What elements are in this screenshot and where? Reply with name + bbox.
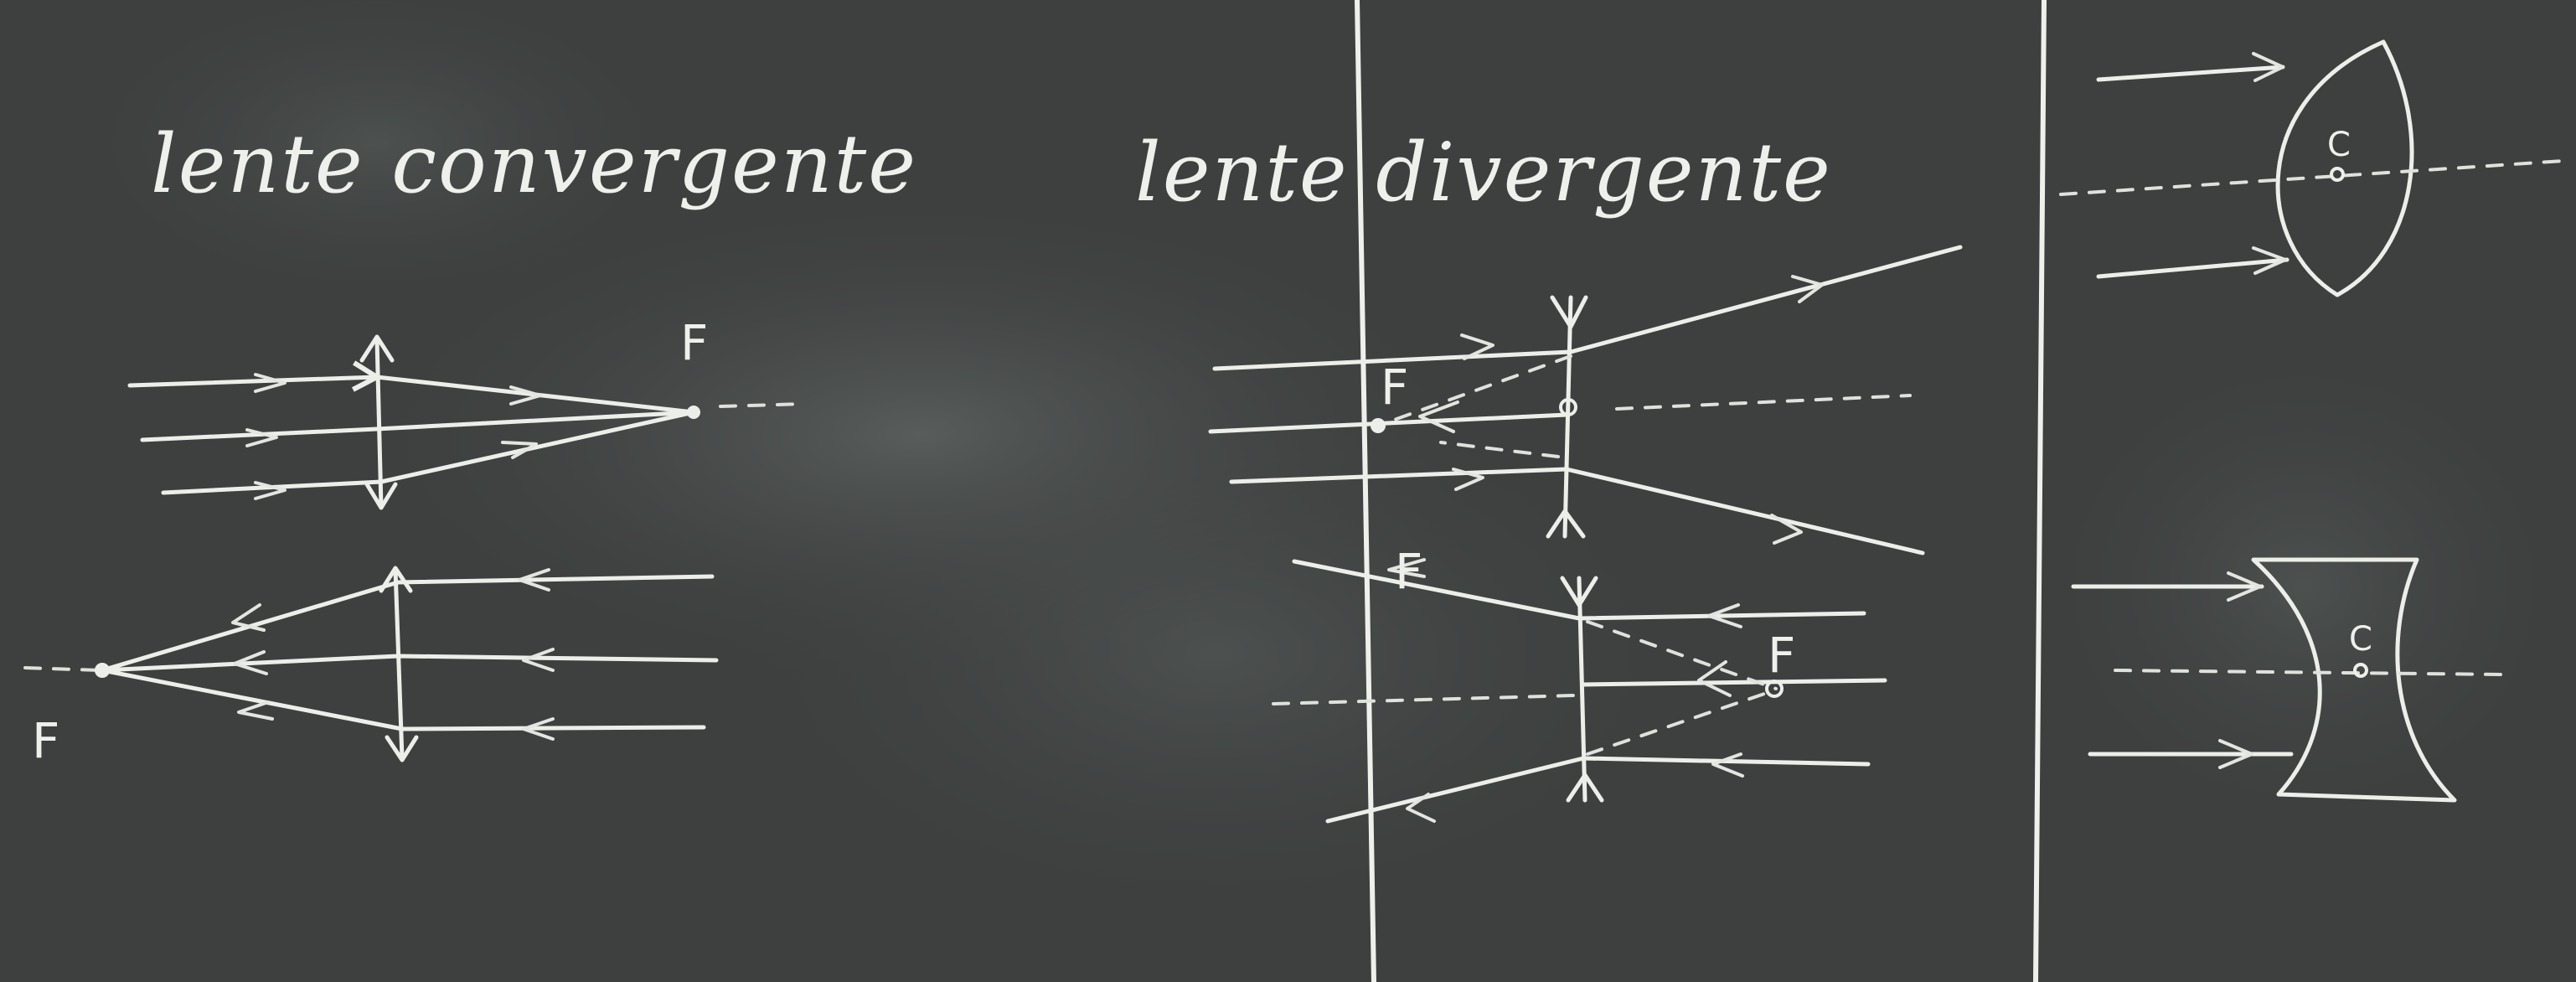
biconcave-lens-outline	[2251, 557, 2457, 803]
ray-arrow	[254, 373, 287, 393]
focus-label: F	[1768, 627, 1796, 684]
incoming-ray	[140, 410, 696, 442]
refracted-ray	[1212, 245, 1963, 371]
eraser-smudge	[712, 377, 1717, 930]
optical-axis	[2059, 159, 2565, 196]
ray-arrow	[2218, 739, 2253, 769]
ray-arrow	[522, 648, 555, 672]
biconvex-lens-outline	[2275, 39, 2414, 297]
optical-center	[2353, 663, 2368, 678]
biconcave-lens-sketch	[2071, 557, 2502, 803]
converging-lens-reverse-diagram	[23, 566, 719, 762]
incoming-ray	[161, 410, 696, 495]
focal-point	[1371, 418, 1386, 433]
incoming-ray	[127, 360, 696, 415]
lens-arrowhead-bottom	[364, 482, 398, 510]
lens-v-top	[1550, 295, 1588, 329]
ray-arrow	[1460, 333, 1494, 360]
outgoing-ray	[100, 654, 719, 673]
ray-arrow	[522, 717, 555, 741]
focal-point	[687, 406, 700, 419]
eraser-smudge	[59, 0, 695, 310]
optical-center	[1559, 398, 1577, 416]
biconvex-lens-sketch	[2059, 39, 2565, 297]
ray-arrow	[1418, 401, 1459, 433]
ray-arrow	[2227, 571, 2262, 602]
virtual-ray-extension	[1376, 354, 1572, 427]
ray-arrow	[245, 428, 278, 447]
title-converging-lens: lente convergente	[151, 117, 918, 211]
virtual-ray-extension	[1586, 690, 1773, 756]
refracted-ray	[1292, 559, 1866, 621]
ray-arrow	[509, 385, 542, 406]
optical-axis	[1615, 394, 1912, 411]
ray-arrow	[1711, 752, 1744, 778]
ray-arrow	[233, 650, 268, 675]
ray-arrow	[1791, 275, 1824, 303]
focal-point	[95, 663, 110, 678]
lens-axis-v-ends	[1562, 295, 1573, 539]
ray-arrow	[2252, 246, 2287, 275]
board-divider-left	[1355, 0, 1376, 982]
ray-arrow	[1707, 603, 1742, 628]
virtual-ray-extension	[1586, 620, 1778, 690]
lens-v-top	[1560, 576, 1598, 607]
virtual-ray-extension	[1439, 441, 1560, 458]
focus-label: F	[32, 712, 60, 769]
focus-label: F	[1381, 359, 1409, 416]
focus-label: F	[680, 314, 709, 371]
lens-v-bottom	[1566, 773, 1604, 803]
optical-center	[2330, 167, 2345, 182]
converging-lens-parallel-rays-diagram	[127, 334, 806, 510]
lens-v-bottom	[1546, 509, 1586, 539]
optical-axis	[719, 402, 806, 408]
ray-arrow	[1770, 514, 1803, 545]
diverging-lens-reverse-diagram	[1272, 558, 1887, 824]
eraser-smudge	[2027, 335, 2576, 838]
title-diverging-lens: lente divergente	[1135, 126, 1832, 220]
optical-axis	[23, 666, 102, 672]
focus-label: F	[1395, 543, 1423, 600]
refracted-ray	[1581, 678, 1887, 687]
outgoing-ray	[100, 668, 706, 731]
ray-arrow	[254, 481, 287, 500]
ray-arrow	[237, 700, 274, 721]
lens-arrowhead-top	[359, 334, 395, 363]
ray-arrow	[518, 568, 550, 592]
focal-point	[1765, 680, 1784, 698]
refracted-ray	[1208, 412, 1569, 434]
outgoing-ray	[100, 574, 715, 673]
center-label: C	[2327, 126, 2351, 164]
board-divider-right	[2033, 0, 2047, 982]
ray-arrow	[2252, 52, 2284, 82]
optical-axis	[2114, 669, 2502, 676]
ray-arrow	[1387, 558, 1426, 578]
ray-arrow	[501, 441, 538, 459]
incoming-ray	[2096, 257, 2289, 279]
lens-arrowhead-bottom	[385, 735, 419, 762]
ray-arrow	[1452, 468, 1484, 491]
lens-axis-v-ends	[1577, 576, 1587, 803]
ray-arrow	[1697, 660, 1732, 697]
ray-arrow	[1406, 793, 1436, 823]
refracted-ray	[1229, 467, 1925, 556]
incoming-ray	[2096, 65, 2285, 82]
refracted-ray	[1325, 756, 1871, 824]
optical-axis	[1272, 694, 1577, 705]
center-label: C	[2349, 620, 2372, 659]
ray-arrow	[231, 603, 266, 632]
diverging-lens-parallel-rays-diagram	[1208, 245, 1963, 556]
